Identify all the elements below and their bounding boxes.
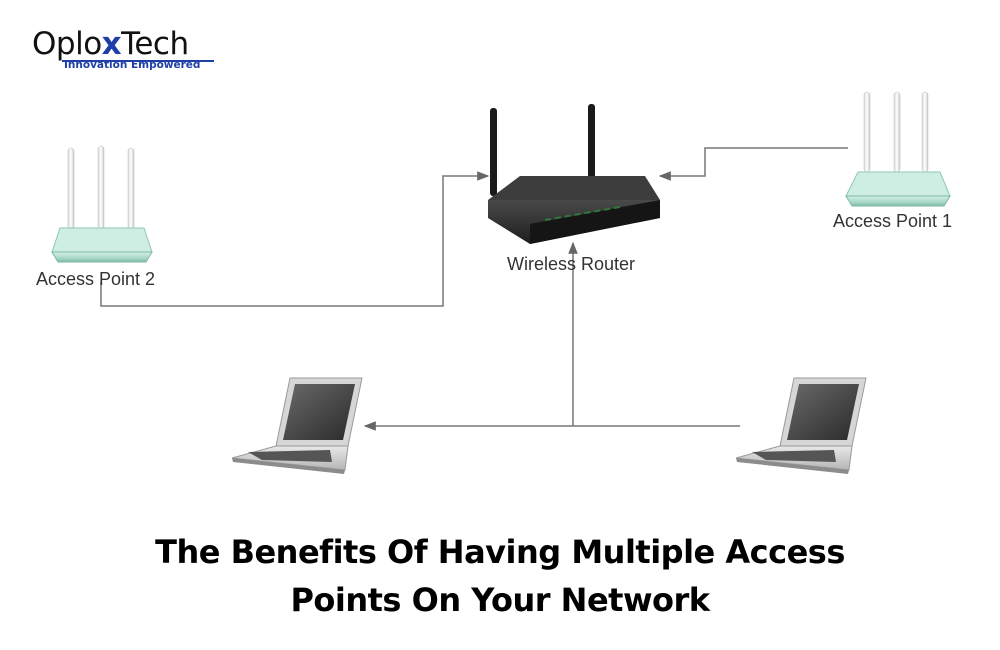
connector-laptops-to-router (363, 241, 740, 431)
connector-ap2-to-router (100, 171, 490, 307)
laptop-right-icon (735, 377, 867, 474)
access-point-1-icon (845, 91, 951, 207)
page-title-line-2: Points On Your Network (290, 581, 710, 619)
page-title: The Benefits Of Having Multiple Access P… (0, 528, 1000, 624)
brand-logo: OploxTech Innovation Empowered (32, 26, 232, 76)
wireless-router-icon (488, 104, 660, 244)
access-point-2-icon (51, 145, 153, 263)
connector-ap1-to-router (658, 147, 848, 181)
brand-tagline: Innovation Empowered (64, 59, 201, 71)
brand-underline (62, 60, 214, 62)
laptop-left-icon (231, 377, 363, 474)
access-point-1-label: Access Point 1 (833, 211, 953, 231)
brand-wordmark: OploxTech (32, 26, 189, 62)
access-point-2-label: Access Point 2 (36, 269, 156, 289)
page-title-line-1: The Benefits Of Having Multiple Access (155, 533, 845, 571)
wireless-router-label: Wireless Router (507, 254, 636, 274)
